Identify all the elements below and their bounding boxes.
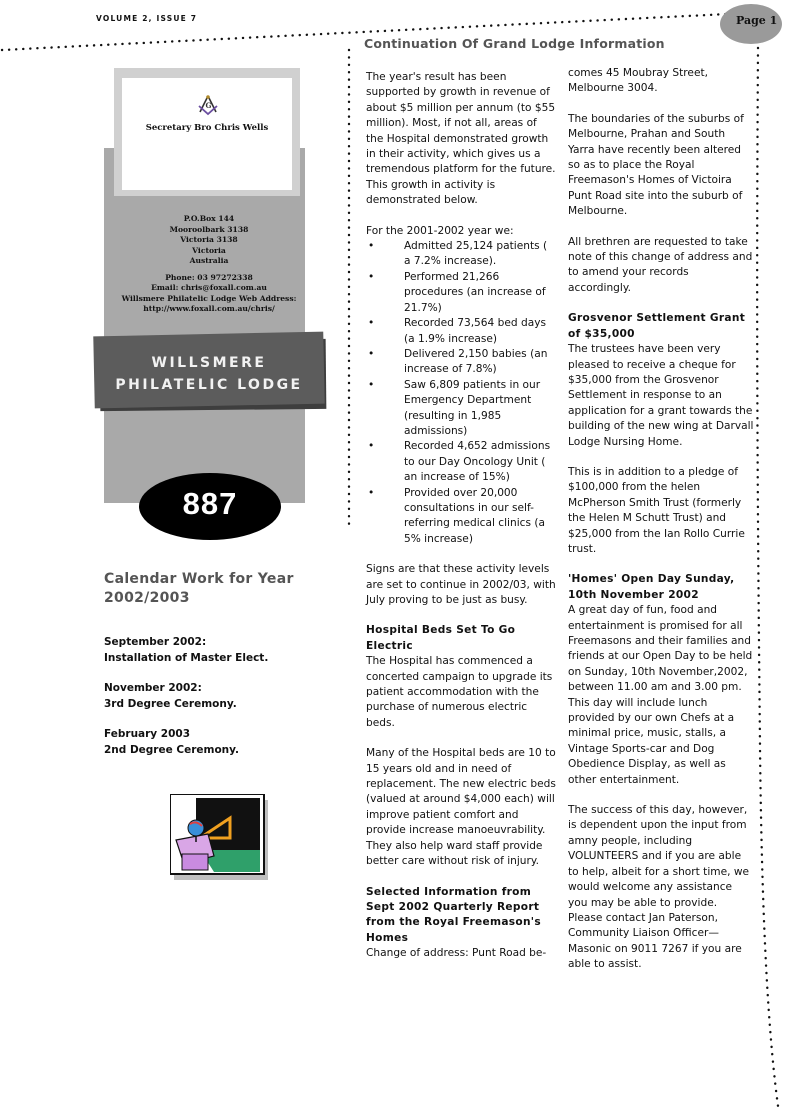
list-item: •Performed 21,266 procedures (an increas… <box>368 270 546 314</box>
article-paragraph: The trustees have been very pleased to r… <box>568 343 754 448</box>
stats-bullet-list: •Admitted 25,124 patients ( a 7.2% incre… <box>366 239 556 547</box>
article-paragraph: Many of the Hospital beds are 10 to 15 y… <box>366 747 556 868</box>
article-paragraph: For the 2001-2002 year we: <box>366 224 514 237</box>
calendar-item: September 2002: Installation of Master E… <box>104 634 344 666</box>
calendar-date: November 2002: <box>104 682 202 694</box>
article-paragraph: Change of address: Punt Road be- <box>366 947 547 960</box>
article-paragraph: The success of this day, however, is dep… <box>568 804 750 971</box>
lodge-title: WILLSMERE PHILATELIC LODGE <box>96 352 322 396</box>
issue-number: 887 <box>182 486 238 521</box>
address-line: Mooroolbark 3138 <box>169 224 249 234</box>
calendar-heading: Calendar Work for Year 2002/2003 <box>104 571 294 606</box>
calendar-event: 2nd Degree Ceremony. <box>104 744 240 756</box>
calendar-event: Installation of Master Elect. <box>104 652 269 664</box>
phone-text: Phone: 03 97272338 <box>165 272 253 282</box>
list-item: •Provided over 20,000 consultations in o… <box>368 486 545 545</box>
article-paragraph: comes 45 Moubray Street, Melbourne 3004. <box>568 67 708 95</box>
calendar-event: 3rd Degree Ceremony. <box>104 698 237 710</box>
article-paragraph: This is in addition to a pledge of $100,… <box>568 465 745 555</box>
calendar-item: February 2003 2nd Degree Ceremony. <box>104 726 344 758</box>
article-paragraph: The boundaries of the suburbs of Melbour… <box>568 112 744 218</box>
article-column-2: comes 45 Moubray Street, Melbourne 3004.… <box>568 66 754 988</box>
column-divider-dots <box>347 48 351 528</box>
calendar-date: February 2003 <box>104 728 191 740</box>
web-label: Willsmere Philatelic Lodge Web Address: <box>121 293 297 303</box>
web-url-link[interactable]: http://www.foxall.com.au/chris/ <box>143 304 275 313</box>
bullet-icon: • <box>368 486 375 499</box>
top-dotted-rule <box>0 12 730 52</box>
article-paragraph: The year's result has been supported by … <box>366 71 556 207</box>
article-paragraph: All brethren are requested to take note … <box>568 235 753 294</box>
section-subheading: 'Homes' Open Day Sunday, 10th November 2… <box>568 573 735 601</box>
page-label: Page 1 <box>736 14 778 27</box>
issue-number-badge <box>139 473 281 540</box>
bullet-icon: • <box>368 378 375 391</box>
bullet-icon: • <box>368 317 375 330</box>
section-subheading: Selected Information from Sept 2002 Quar… <box>366 885 541 944</box>
calendar-list: September 2002: Installation of Master E… <box>104 634 344 772</box>
list-item: •Delivered 2,150 babies (an increase of … <box>368 347 548 376</box>
lodge-title-line2: PHILATELIC LODGE <box>115 377 303 393</box>
article-paragraph: The Hospital has commenced a concerted c… <box>366 655 553 729</box>
article-paragraph: Signs are that these activity levels are… <box>366 563 556 606</box>
contact-address: P.O.Box 144 Mooroolbark 3138 Victoria 31… <box>104 214 314 315</box>
section-subheading: Grosvenor Settlement Grant of $35,000 <box>568 312 746 340</box>
calendar-date: September 2002: <box>104 636 207 648</box>
article-paragraph: A great day of fun, food and entertainme… <box>568 604 753 786</box>
section-subheading: Hospital Beds Set To Go Electric <box>366 624 516 652</box>
article-column-1: The year's result has been supported by … <box>366 70 556 977</box>
volume-issue-label: VOLUME 2, ISSUE 7 <box>96 14 198 23</box>
bullet-icon: • <box>368 240 375 253</box>
address-line: Victoria 3138 <box>180 235 238 244</box>
address-line: P.O.Box 144 <box>183 214 235 223</box>
list-item: •Recorded 4,652 admissions to our Day On… <box>368 440 551 484</box>
list-item: •Saw 6,809 patients in our Emergency Dep… <box>368 378 541 437</box>
bullet-icon: • <box>368 440 375 453</box>
list-item: •Admitted 25,124 patients ( a 7.2% incre… <box>368 240 548 268</box>
svg-text:G: G <box>206 101 212 110</box>
article-heading: Continuation Of Grand Lodge Information <box>364 36 665 51</box>
square-compass-icon: G <box>198 95 218 116</box>
secretary-card: G Secretary Bro Chris Wells <box>122 78 292 190</box>
email-text: Email: chris@foxall.com.au <box>151 283 267 292</box>
secretary-name: Secretary Bro Chris Wells <box>145 123 269 133</box>
bullet-icon: • <box>368 347 375 360</box>
address-line: Victoria <box>192 245 226 255</box>
right-edge-dots <box>755 46 780 1108</box>
list-item: •Recorded 73,564 bed days (a 1.9% increa… <box>368 317 546 345</box>
bullet-icon: • <box>368 270 375 283</box>
address-line: Australia <box>189 256 229 265</box>
calendar-item: November 2002: 3rd Degree Ceremony. <box>104 680 344 712</box>
classroom-clipart-icon <box>170 794 268 880</box>
page-badge: Page 1 <box>720 4 782 44</box>
lodge-title-line1: WILLSMERE <box>151 355 267 371</box>
sidebar-panel <box>104 148 305 503</box>
